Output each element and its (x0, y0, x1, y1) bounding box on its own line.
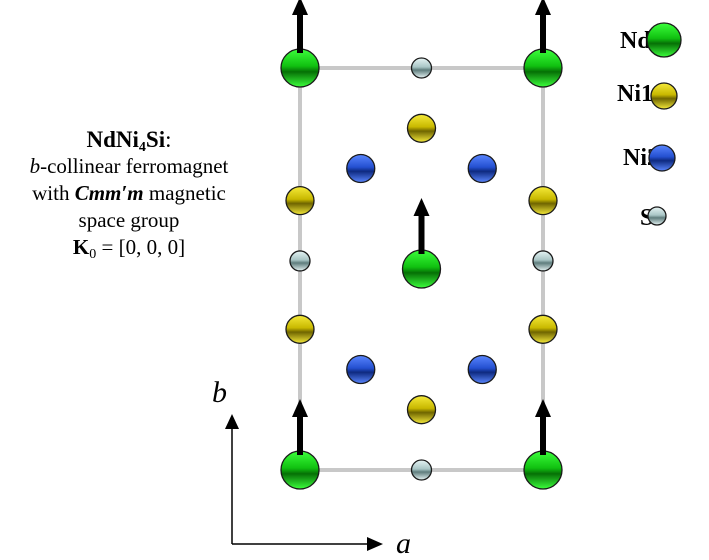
atom-ni1 (528, 314, 558, 344)
a-axis-label: a (396, 527, 411, 560)
magnetic-moment-arrow (535, 0, 551, 53)
legend-swatch-nd (646, 22, 682, 58)
k-value: = [0, 0, 0] (96, 235, 186, 259)
magnetic-moment-arrow (413, 198, 430, 254)
k-subscript: 0 (89, 247, 97, 262)
formula-part: Si (145, 127, 166, 152)
atom-si (289, 250, 311, 272)
atom-ni2 (346, 153, 376, 184)
atom-nd (401, 249, 442, 289)
magnetic-moments-layer (292, 0, 551, 455)
legend-swatch-ni1 (650, 82, 678, 110)
atom-nd (280, 450, 320, 490)
atom-ni1 (406, 395, 437, 425)
magnetic-space-group: Cmm′m (74, 181, 144, 205)
legend-swatch-ni2 (648, 144, 676, 172)
magnetic-moment-arrow (535, 399, 551, 455)
legend-swatch-si (647, 206, 667, 226)
atom-ni2 (467, 354, 497, 385)
text: with (32, 181, 75, 205)
atom-nd (523, 450, 563, 490)
atom-nd (523, 48, 563, 88)
atom-si (410, 459, 433, 481)
atom-ni1 (285, 314, 315, 344)
legend-label-nd: Nd (620, 28, 651, 54)
atom-ni1 (528, 186, 558, 216)
atom-ni2 (346, 354, 376, 385)
legend: Nd Ni1 Ni2 Si (617, 22, 682, 231)
magnetic-order-line: b-collinear ferromagnet (0, 153, 258, 180)
k-symbol: K (72, 235, 90, 259)
atoms-layer (280, 48, 563, 490)
structure-description: NdNi4Si: b-collinear ferromagnet with Cm… (0, 126, 258, 262)
compound-formula: NdNi4Si: (0, 126, 258, 155)
formula-colon: : (165, 127, 172, 152)
atom-ni1 (406, 113, 437, 143)
magnetic-moment-arrow (292, 399, 308, 455)
atom-ni2 (467, 153, 497, 184)
formula-subscript: 4 (138, 140, 146, 155)
atom-nd (280, 48, 320, 88)
atom-ni1 (285, 186, 315, 216)
magnetic-moment-arrow (292, 0, 308, 53)
formula-part: NdNi (86, 127, 139, 152)
axis-letter: b (29, 154, 41, 178)
text: magnetic (143, 181, 226, 205)
b-axis-label: b (212, 376, 227, 409)
space-group-line: with Cmm′m magnetic (0, 180, 258, 207)
propagation-vector: K0 = [0, 0, 0] (0, 234, 258, 262)
atom-si (410, 57, 433, 79)
order-text: -collinear ferromagnet (40, 154, 229, 178)
atom-si (532, 250, 554, 272)
b-axis-arrowhead (225, 414, 239, 429)
legend-label-ni1: Ni1 (617, 81, 653, 107)
axes-indicator: b a (212, 376, 411, 560)
a-axis-arrowhead (367, 537, 383, 551)
space-group-text: space group (78, 208, 180, 232)
